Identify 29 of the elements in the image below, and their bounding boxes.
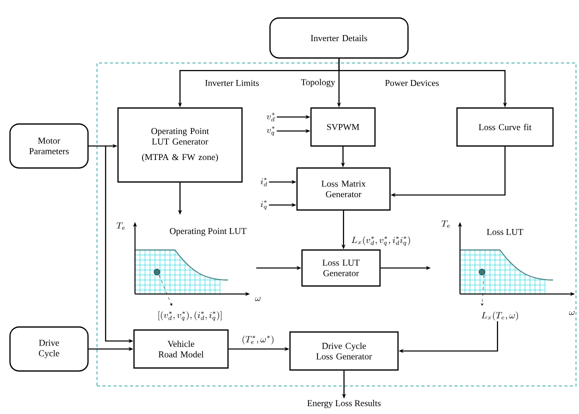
axis-label: $\omega$ (255, 296, 261, 302)
axis-label: $T_e$ (116, 222, 125, 230)
edge-label: $(T_e^*,\omega^*)$ (240, 334, 276, 346)
axis-label: $\omega$ (569, 310, 575, 316)
chart-title: Operating Point LUT (170, 228, 246, 236)
process-box: Loss LUT Generator (301, 249, 381, 287)
input-variable: $v_d^*$ (266, 112, 275, 122)
process-box: Operating Point LUT Generator (MTPA & FW zone) (117, 107, 243, 183)
edge-label: Power Devices (384, 78, 440, 88)
process-box: Drive Cycle Loss Generator (289, 331, 399, 371)
point-label: $L_x(T_e,\omega)$ (482, 311, 518, 320)
process-box: Loss Matrix Generator (296, 167, 391, 211)
input-variable: $i_d^*$ (260, 178, 268, 186)
input-box: Motor Parameters (9, 123, 89, 169)
input-box: Drive Cycle (9, 326, 89, 372)
input-variable: $v_q^*$ (266, 126, 274, 136)
axis-label: $T_e$ (442, 220, 450, 228)
dashed-boundary (96, 62, 576, 386)
output-text: Energy Loss Results (307, 400, 381, 408)
input-box: Inverter Details (269, 17, 409, 59)
point-label: $[(v_d^*,v_q^*),(i_d^*,i_q^*)]$ (158, 311, 222, 321)
process-box: Vehicle Road Model (133, 329, 229, 369)
chart-title: Loss LUT (486, 229, 524, 235)
edge-label: Inverter Limits (204, 78, 260, 88)
edge-label: $L_x(v_d^*,v_q^*,i_d^*i_q^*)$ (350, 235, 412, 247)
edge-label: Topology (300, 78, 336, 88)
input-variable: $i_q^*$ (260, 200, 267, 210)
process-box: Loss Curve fit (456, 107, 554, 147)
process-box: SVPWM (310, 107, 376, 147)
